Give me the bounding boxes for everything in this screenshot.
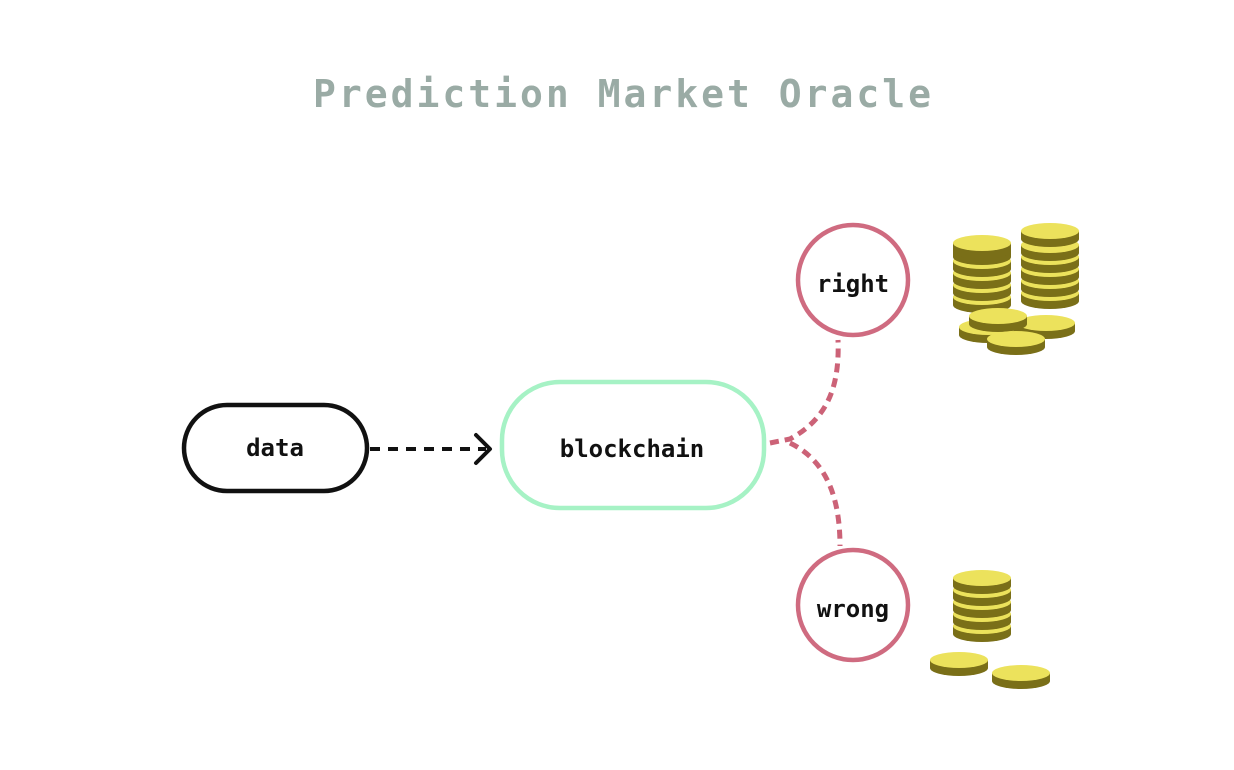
connector-to-wrong [788, 440, 843, 547]
blockchain-node-label: blockchain [560, 435, 705, 463]
small-coin-stack-icon [930, 570, 1050, 689]
right-node-label: right [817, 270, 889, 298]
branch-connectors [769, 339, 843, 547]
large-coin-stacks-icon [953, 223, 1079, 355]
wrong-node: wrong [795, 547, 911, 663]
blockchain-node: blockchain [499, 379, 767, 511]
loose-coins [959, 308, 1075, 355]
coin-stack-left [953, 235, 1011, 313]
coin-stack-right [1021, 223, 1079, 309]
wrong-node-label: wrong [817, 595, 889, 623]
loose-coins-small [930, 652, 1050, 689]
diagram-title: Prediction Market Oracle [312, 72, 935, 116]
connector-to-right [769, 339, 841, 446]
data-node-label: data [246, 434, 304, 462]
right-node: right [795, 222, 911, 338]
data-to-blockchain-arrow [370, 433, 492, 465]
data-node: data [181, 402, 370, 494]
coin-stack-small [953, 570, 1011, 642]
